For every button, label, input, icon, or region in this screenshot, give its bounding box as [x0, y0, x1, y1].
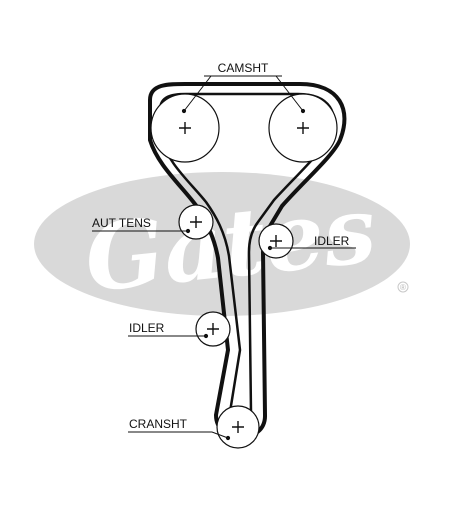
watermark-ellipse — [34, 172, 410, 316]
crankshaft-leader — [128, 431, 229, 439]
idler-left-label: IDLER — [129, 321, 165, 335]
gates-watermark-logo: Gates ® — [34, 172, 410, 316]
registered-mark-circle — [397, 281, 409, 293]
crankshaft-pulley — [216, 405, 260, 449]
idler-right-pulley — [258, 223, 294, 259]
camshaft-leader — [183, 75, 304, 112]
labels: CAMSHT AUT TENS IDLER IDLER CRANSHT — [92, 61, 350, 431]
pulleys — [150, 93, 338, 449]
camshaft-left-pulley — [150, 93, 220, 163]
camshaft-label: CAMSHT — [218, 61, 269, 75]
idler-left-pulley — [195, 311, 231, 347]
leader-lines — [92, 75, 356, 441]
crankshaft-label: CRANSHT — [129, 417, 188, 431]
registered-mark: ® — [400, 283, 406, 292]
auto-tensioner-pulley — [178, 204, 214, 240]
camshaft-right-pulley — [268, 93, 338, 163]
auto-tensioner-label: AUT TENS — [92, 216, 151, 230]
idler-right-label: IDLER — [314, 234, 350, 248]
